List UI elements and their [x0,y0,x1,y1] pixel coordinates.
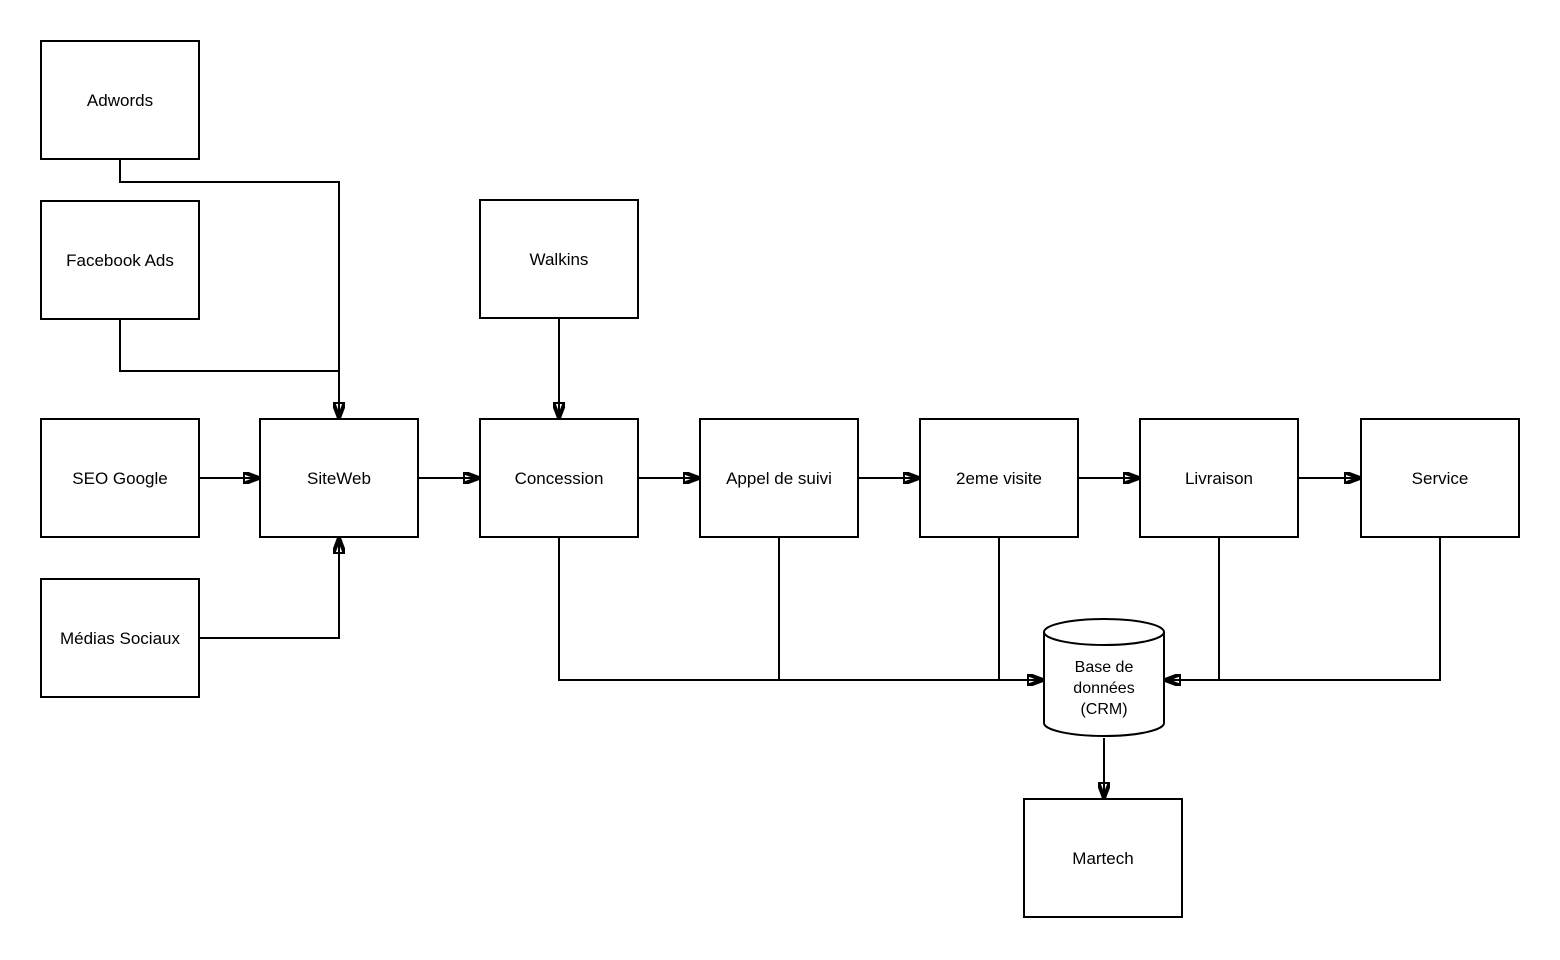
edge-mediassociaux-siteweb [200,538,339,639]
node-siteweb-label: SiteWeb [307,468,371,488]
edge-adwords-siteweb [119,160,339,418]
node-martech-label: Martech [1072,848,1134,868]
node-walkins[interactable]: Walkins [479,199,639,319]
node-concession[interactable]: Concession [479,418,639,538]
edge-facebookads-siteweb [119,320,339,372]
node-adwords[interactable]: Adwords [40,40,200,160]
node-medias-sociaux[interactable]: Médias Sociaux [40,578,200,698]
node-service-label: Service [1411,468,1469,488]
node-martech[interactable]: Martech [1023,798,1183,918]
edge-service-crm [1165,538,1441,680]
node-concession-label: Concession [514,468,604,488]
node-crm-database[interactable]: Base de données (CRM) [1043,617,1165,738]
edge-concession-crm [558,538,1043,680]
node-livraison[interactable]: Livraison [1139,418,1299,538]
node-2eme-visite[interactable]: 2eme visite [919,418,1079,538]
database-cylinder-icon [1043,618,1165,737]
node-seo-google-label: SEO Google [72,468,168,488]
node-facebook-ads-label: Facebook Ads [66,250,174,270]
node-appel-de-suivi[interactable]: Appel de suivi [699,418,859,538]
node-medias-sociaux-label: Médias Sociaux [59,628,180,648]
node-2eme-visite-label: 2eme visite [956,468,1042,488]
node-facebook-ads[interactable]: Facebook Ads [40,200,200,320]
node-walkins-label: Walkins [529,249,589,269]
node-service[interactable]: Service [1360,418,1520,538]
node-seo-google[interactable]: SEO Google [40,418,200,538]
node-adwords-label: Adwords [86,90,154,110]
node-appel-de-suivi-label: Appel de suivi [726,468,832,488]
node-crm-database-label: Base de données (CRM) [1073,659,1135,718]
node-siteweb[interactable]: SiteWeb [259,418,419,538]
node-livraison-label: Livraison [1184,468,1254,488]
